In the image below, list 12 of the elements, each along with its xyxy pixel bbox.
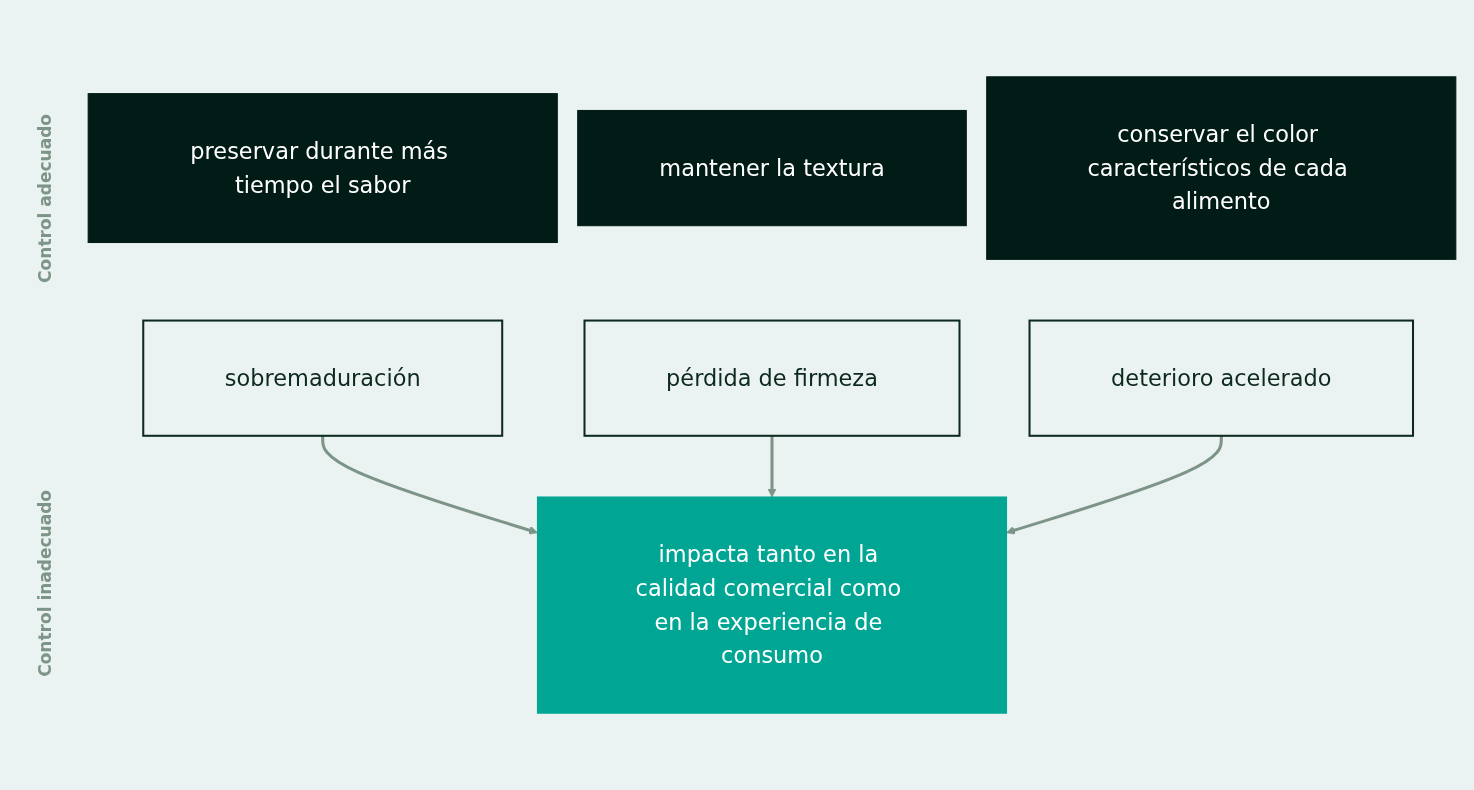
node-box: preservar durante más tiempo el sabor [87,93,558,244]
node-box: pérdida de firmeza [583,319,961,437]
arrow [321,435,538,535]
row-label: Control adecuado [35,113,55,283]
node-box: deterioro acelerado [1028,319,1415,437]
arrow [1006,435,1223,535]
arrow [767,435,777,498]
row-label: Control inadecuado [35,489,55,677]
node-box: sobremaduración [142,319,504,437]
node-box: impacta tanto en la calidad comercial como en la experiencia de consumo [536,496,1008,714]
node-box: conservar el color característicos de cada alimento [986,76,1457,260]
node-box: mantener la textura [577,109,967,227]
